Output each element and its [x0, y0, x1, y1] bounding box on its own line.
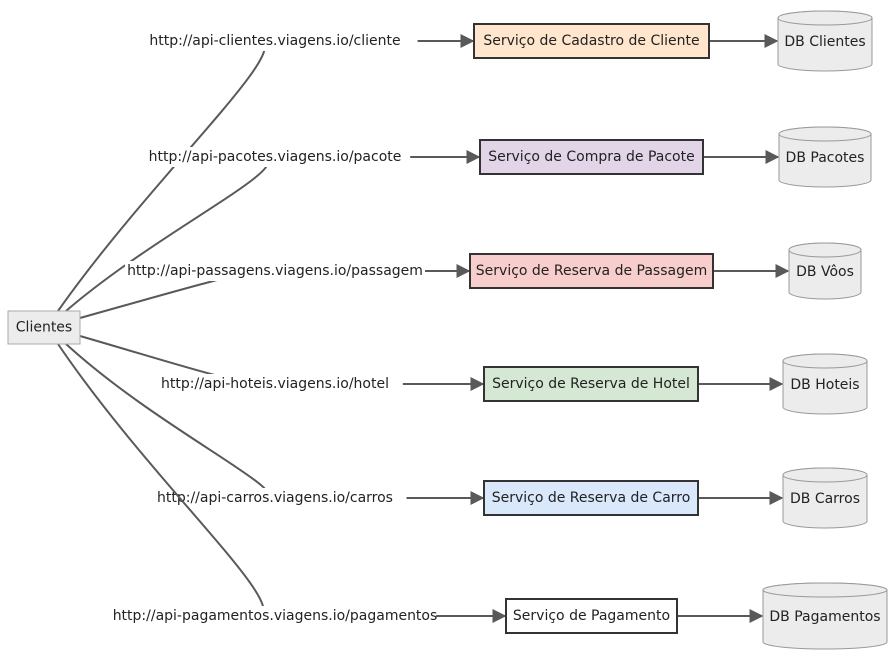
edge-url-text: http://api-pagamentos.viagens.io/pagamen… — [113, 608, 438, 624]
edges-layer: http://api-clientes.viagens.io/cliente ht… — [57, 31, 790, 626]
service-label: Serviço de Reserva de Carro — [492, 490, 691, 506]
service-label: Serviço de Reserva de Hotel — [492, 376, 690, 392]
database-cylinder-top — [778, 126, 872, 142]
edge-url-label: http://api-passagens.viagens.io/passagem — [125, 261, 425, 281]
clientes-node: Clientes — [7, 310, 81, 345]
service-node: Serviço de Pagamento — [505, 598, 678, 634]
database-cylinder-top — [788, 242, 862, 258]
service-label: Serviço de Compra de Pacote — [488, 149, 694, 165]
service-box — [505, 598, 678, 634]
edge-url-label: http://api-pacotes.viagens.io/pacote — [139, 147, 411, 167]
edge-client-to-url — [57, 343, 265, 617]
service-node: Serviço de Reserva de Carro — [483, 480, 699, 516]
service-node: Serviço de Compra de Pacote — [479, 139, 704, 175]
edge-url-text: http://api-carros.viagens.io/carros — [157, 490, 393, 506]
service-label: Serviço de Cadastro de Cliente — [483, 33, 699, 49]
database-label: DB Pagamentos — [769, 609, 880, 625]
database-label: DB Clientes — [784, 34, 865, 50]
edge-url-label: http://api-carros.viagens.io/carros — [143, 488, 407, 508]
database-label: DB Vôos — [796, 264, 854, 280]
database-cylinder-top — [777, 10, 873, 26]
edge-url-label-bg — [139, 147, 411, 167]
clientes-box — [7, 310, 81, 345]
service-box — [483, 480, 699, 516]
database-label: DB Carros — [790, 491, 860, 507]
database-node: DB Pagamentos — [762, 582, 888, 650]
edge-url-label-bg — [132, 31, 418, 51]
database-cylinder-top — [782, 467, 868, 483]
database-node: DB Hoteis — [782, 353, 868, 415]
edge-url-text: http://api-clientes.viagens.io/cliente — [149, 33, 400, 49]
database-node: DB Vôos — [788, 242, 862, 300]
service-node: Serviço de Cadastro de Cliente — [473, 23, 710, 59]
edge-url-label-bg — [147, 374, 403, 394]
edge-url-label: http://api-pagamentos.viagens.io/pagamen… — [113, 606, 438, 626]
edge-url-label: http://api-hoteis.viagens.io/hotel — [147, 374, 403, 394]
edge-url-label: http://api-clientes.viagens.io/cliente — [132, 31, 418, 51]
service-box — [483, 366, 699, 402]
edge-url-text: http://api-hoteis.viagens.io/hotel — [161, 376, 389, 392]
service-box — [473, 23, 710, 59]
edge-url-text: http://api-pacotes.viagens.io/pacote — [149, 149, 402, 165]
database-node: DB Clientes — [777, 10, 873, 72]
database-label: DB Pacotes — [786, 150, 865, 166]
edge-url-label-bg — [125, 261, 425, 281]
edge-url-label-bg — [113, 606, 437, 626]
edge-client-to-url — [65, 343, 270, 499]
service-box — [479, 139, 704, 175]
service-node: Serviço de Reserva de Passagem — [469, 253, 714, 289]
database-cylinder-top — [762, 582, 888, 598]
edge-url-label-bg — [143, 488, 407, 508]
service-box — [469, 253, 714, 289]
edge-url-text: http://api-passagens.viagens.io/passagem — [127, 263, 423, 279]
database-label: DB Hoteis — [790, 377, 859, 393]
service-label: Serviço de Pagamento — [513, 608, 670, 624]
database-node: DB Pacotes — [778, 126, 872, 188]
edge-client-to-url — [57, 40, 266, 312]
service-label: Serviço de Reserva de Passagem — [476, 263, 707, 279]
clientes-label: Clientes — [16, 320, 72, 336]
database-node: DB Carros — [782, 467, 868, 529]
database-cylinder-top — [782, 353, 868, 369]
service-node: Serviço de Reserva de Hotel — [483, 366, 699, 402]
edge-client-to-url — [65, 156, 270, 312]
